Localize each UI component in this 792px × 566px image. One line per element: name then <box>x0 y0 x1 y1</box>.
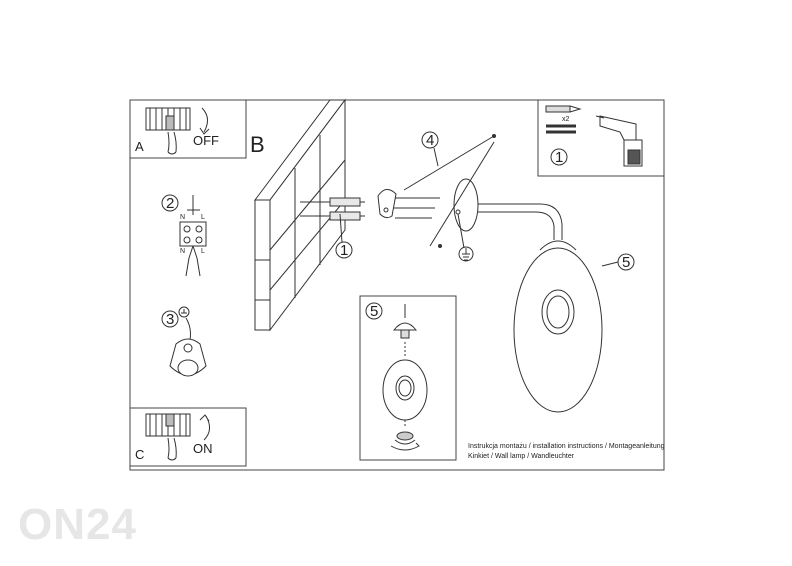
hand-icon <box>167 131 177 155</box>
step-1-wall: 1 <box>340 242 349 259</box>
panel-a <box>129 99 247 159</box>
panel-a-state: OFF <box>193 133 219 148</box>
step-5-inset: 5 <box>370 303 379 320</box>
switchboard-icon <box>145 413 191 437</box>
inset-panel <box>359 295 457 461</box>
outer-frame <box>129 99 665 471</box>
mounting-bracket <box>377 189 397 219</box>
wire-n-top: N <box>180 214 186 221</box>
arrow-up-icon <box>199 414 210 441</box>
plug-count: x2 <box>562 116 570 123</box>
caption-line-1: Instrukcja montażu / installation instru… <box>468 443 665 450</box>
wire-l-bottom: L <box>201 248 205 255</box>
step-2: 2 <box>166 195 175 212</box>
screws-and-plugs <box>300 197 440 221</box>
panel-a-letter: A <box>135 139 144 154</box>
wall-plug-icon <box>545 105 582 134</box>
rotate-icon <box>390 442 420 451</box>
wire-n-bottom: N <box>180 248 186 255</box>
watermark-logo: ON24 <box>18 500 137 549</box>
panel-c-state: ON <box>193 441 213 456</box>
hand-icon <box>167 437 177 461</box>
drill-icon <box>595 115 643 167</box>
wall-plate <box>453 178 563 240</box>
panel-b-letter: B <box>250 132 265 157</box>
screw-icon <box>492 134 496 138</box>
ground-icon <box>457 213 474 262</box>
wire-l-top: L <box>201 214 205 221</box>
ground-terminal-icon <box>169 306 207 377</box>
panel-c-letter: C <box>135 447 145 462</box>
step-1-top: 1 <box>555 149 564 166</box>
wall-tiles <box>254 98 346 332</box>
lamp-shade <box>513 240 603 413</box>
caption-line-2: Kinkiet / Wall lamp / Wandleuchter <box>468 453 575 460</box>
step-4: 4 <box>426 132 435 149</box>
switchboard-icon <box>145 107 191 131</box>
terminal-block-icon <box>179 195 207 277</box>
arrow-down-icon <box>199 107 210 135</box>
screw-icon <box>438 244 442 248</box>
step-3: 3 <box>166 311 175 328</box>
step-5-main: 5 <box>622 254 631 271</box>
panel-c <box>129 407 247 467</box>
